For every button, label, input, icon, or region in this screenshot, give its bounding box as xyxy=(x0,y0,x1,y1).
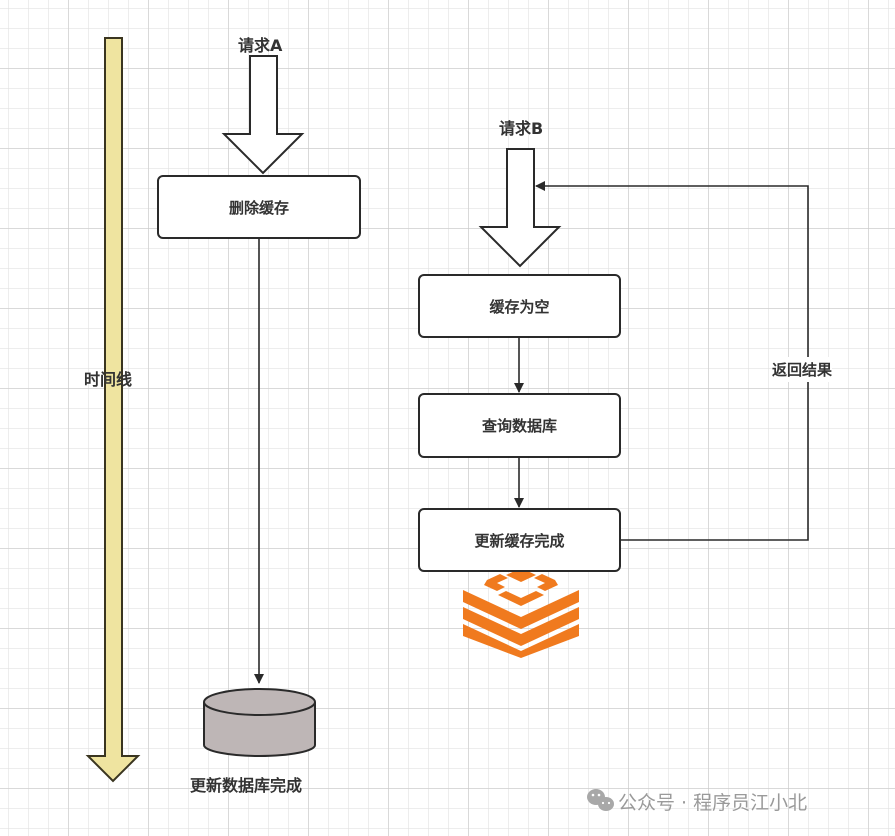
wechat-icon xyxy=(587,789,614,811)
timeline-label: 时间线 xyxy=(84,370,133,389)
watermark: 公众号 · 程序员江小北 xyxy=(618,788,807,815)
return-result-connector xyxy=(535,181,809,541)
request-b-arrow xyxy=(478,148,562,268)
step-query-database[interactable]: 查询数据库 xyxy=(418,393,621,458)
database-label: 更新数据库完成 xyxy=(190,776,303,795)
request-a-label: 请求A xyxy=(238,36,283,55)
redis-icon xyxy=(463,568,579,658)
step-cache-empty[interactable]: 缓存为空 xyxy=(418,274,621,338)
step-update-cache-done-label: 更新缓存完成 xyxy=(474,531,565,550)
step-delete-cache[interactable]: 删除缓存 xyxy=(157,175,361,239)
watermark-text: 公众号 · 程序员江小北 xyxy=(618,792,808,814)
timeline-arrow xyxy=(85,37,141,783)
step-query-database-label: 查询数据库 xyxy=(481,417,557,435)
return-result-label: 返回结果 xyxy=(772,357,833,382)
step-delete-cache-label: 删除缓存 xyxy=(228,198,289,217)
database-cylinder-icon xyxy=(203,688,316,757)
step-update-cache-done[interactable]: 更新缓存完成 xyxy=(418,508,621,572)
request-a-arrow xyxy=(221,55,305,175)
step-cache-empty-label: 缓存为空 xyxy=(489,297,550,316)
request-b-label: 请求B xyxy=(499,119,544,138)
